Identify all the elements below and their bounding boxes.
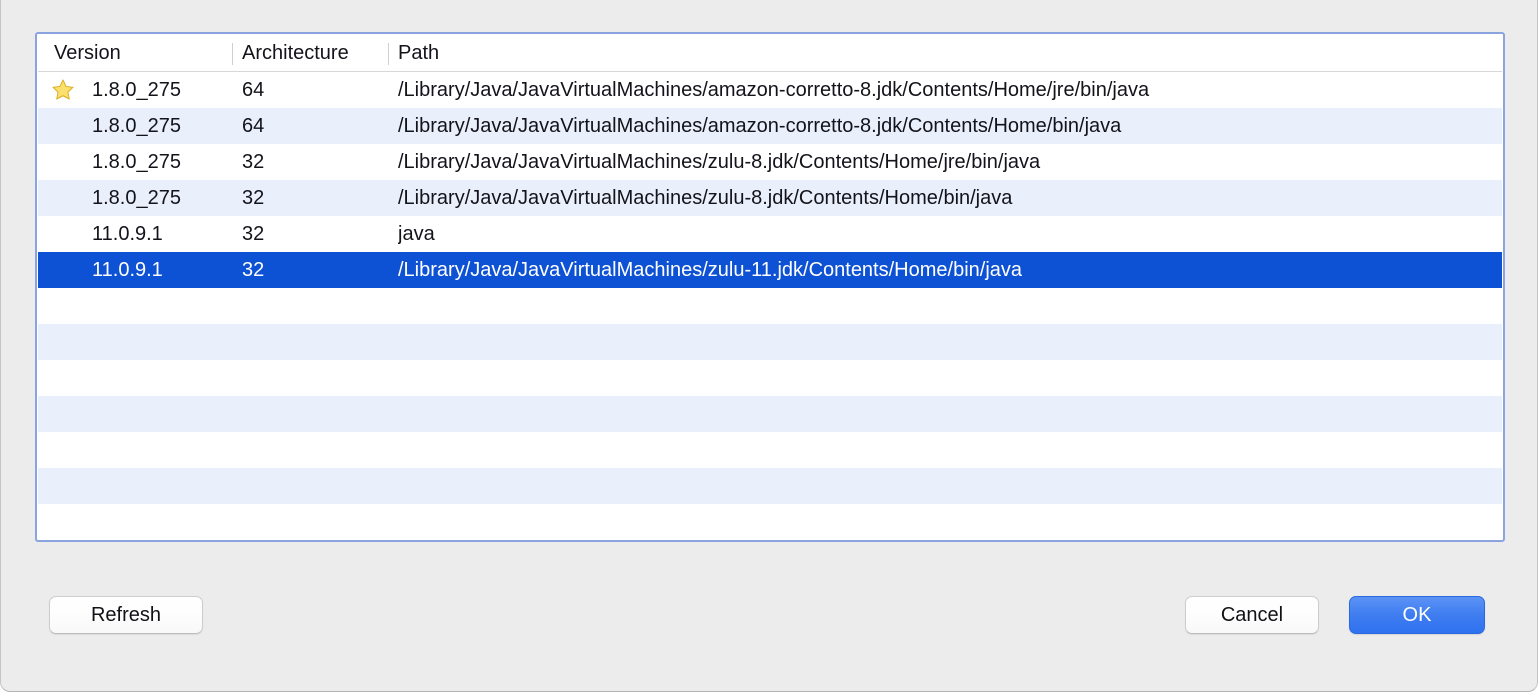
cell-architecture: 32: [242, 259, 265, 281]
cell-path: /Library/Java/JavaVirtualMachines/zulu-8…: [398, 151, 1041, 173]
refresh-button[interactable]: Refresh: [49, 596, 203, 634]
ok-button[interactable]: OK: [1349, 596, 1485, 634]
gold-star-icon: [52, 79, 74, 100]
table-row[interactable]: [38, 324, 1502, 360]
cell-path: [398, 432, 1496, 468]
cell-path: [398, 324, 1496, 360]
cell-architecture: 32: [242, 223, 265, 245]
table-row[interactable]: 1.8.0_275 64/Library/Java/JavaVirtualMach…: [38, 72, 1502, 108]
cell-path: [398, 468, 1496, 504]
table-row[interactable]: [38, 504, 1502, 539]
cell-version: 1.8.0_275: [92, 151, 181, 173]
column-header-version[interactable]: Version: [54, 42, 121, 64]
cell-version: 1.8.0_275: [92, 187, 181, 209]
cell-path: /Library/Java/JavaVirtualMachines/zulu-8…: [398, 187, 1013, 209]
cell-path: [398, 288, 1496, 324]
cell-path: /Library/Java/JavaVirtualMachines/zulu-1…: [398, 259, 1023, 281]
cancel-button[interactable]: Cancel: [1185, 596, 1319, 634]
cell-path: [398, 360, 1496, 396]
table-row[interactable]: [38, 360, 1502, 396]
table-row[interactable]: [38, 288, 1502, 324]
cell-version: 11.0.9.1: [92, 259, 163, 281]
cell-version: 1.8.0_275: [92, 79, 181, 101]
table-header-row: Version Architecture Path: [38, 35, 1502, 72]
cell-path: /Library/Java/JavaVirtualMachines/amazon…: [398, 115, 1122, 137]
table-row[interactable]: [38, 432, 1502, 468]
cell-architecture: 32: [242, 187, 265, 209]
cell-version: 1.8.0_275: [92, 115, 181, 137]
column-divider-2[interactable]: [388, 43, 389, 65]
table-row[interactable]: 1.8.0_275 32/Library/Java/JavaVirtualMach…: [38, 180, 1502, 216]
column-header-architecture[interactable]: Architecture: [242, 42, 349, 64]
table-row[interactable]: 1.8.0_275 32/Library/Java/JavaVirtualMach…: [38, 144, 1502, 180]
cell-architecture: 32: [242, 151, 265, 173]
table-row[interactable]: 11.0.9.1 32/Library/Java/JavaVirtualMachi…: [38, 252, 1502, 288]
table-row[interactable]: 1.8.0_275 64/Library/Java/JavaVirtualMach…: [38, 108, 1502, 144]
cell-path: [398, 396, 1496, 432]
cell-path: java: [398, 223, 435, 245]
table-body: 1.8.0_275 64/Library/Java/JavaVirtualMach…: [38, 72, 1502, 539]
table-row[interactable]: [38, 468, 1502, 504]
table-row[interactable]: 11.0.9.1 32 java: [38, 216, 1502, 252]
column-divider-1[interactable]: [232, 43, 233, 65]
cell-path: /Library/Java/JavaVirtualMachines/amazon…: [398, 79, 1150, 101]
cell-version: 11.0.9.1: [92, 223, 163, 245]
jvm-list-focus-ring: Version Architecture Path 1.8.0_275 64/Li…: [35, 32, 1505, 542]
cell-architecture: 64: [242, 79, 265, 101]
cell-architecture: 64: [242, 115, 265, 137]
jvm-table[interactable]: Version Architecture Path 1.8.0_275 64/Li…: [38, 35, 1502, 539]
column-header-path[interactable]: Path: [398, 42, 440, 64]
table-row[interactable]: [38, 396, 1502, 432]
cell-path: [398, 504, 1496, 539]
